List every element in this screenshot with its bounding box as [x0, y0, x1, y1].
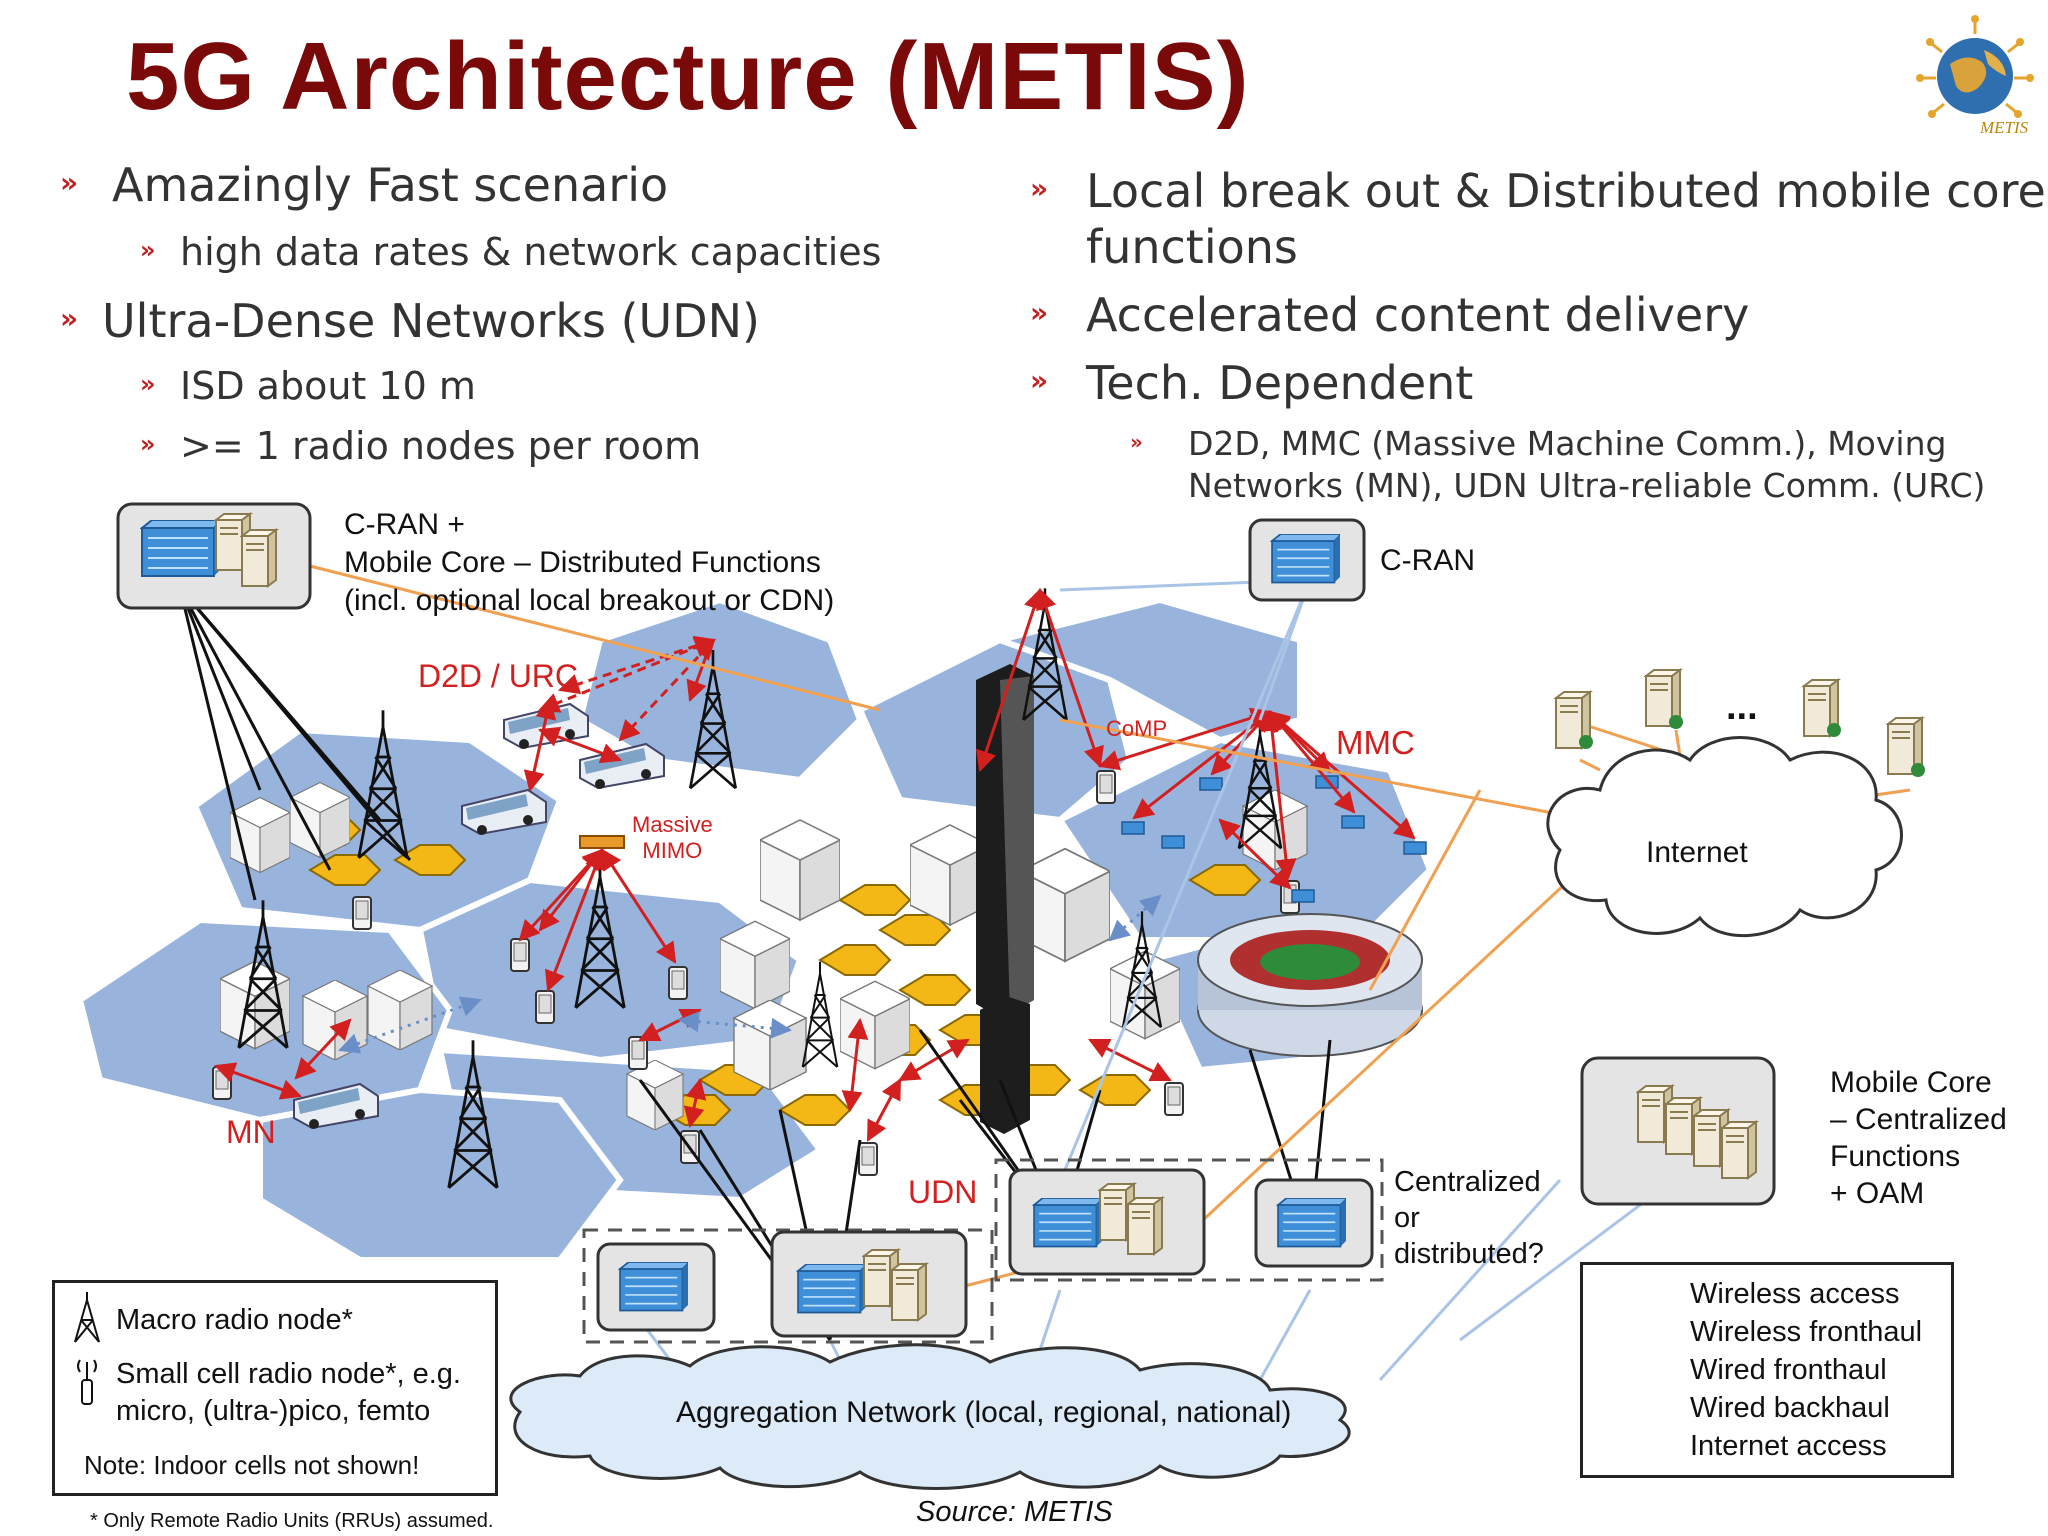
- bullet-text: Amazingly Fast scenario: [112, 158, 669, 212]
- logo-text: METIS: [1980, 118, 2029, 137]
- d2d-urc-label: D2D / URC: [418, 658, 579, 694]
- legend-wireless-fronthaul: Wireless fronthaul: [1690, 1316, 1923, 1348]
- bullet-text: >= 1 radio nodes per room: [180, 424, 702, 468]
- bullet-marker-icon: »: [1030, 172, 1049, 205]
- mn-label: MN: [226, 1114, 276, 1150]
- bullet-text: Accelerated content delivery: [1086, 288, 1750, 342]
- legend-internet-access: Internet access: [1690, 1430, 1887, 1462]
- cran-label: C-RAN: [1380, 544, 1475, 577]
- footnote: * Only Remote Radio Units (RRUs) assumed…: [90, 1510, 494, 1532]
- bullet-marker-icon: »: [60, 166, 79, 199]
- bullet-marker-icon: »: [1130, 430, 1143, 454]
- legend-wireless-access: Wireless access: [1690, 1278, 1900, 1310]
- bullet-text: D2D, MMC (Massive Machine Comm.), Moving: [1188, 424, 1947, 463]
- bullet-marker-icon: »: [140, 430, 156, 458]
- macro-node-label: Macro radio node*: [116, 1304, 353, 1336]
- link-legend: [1580, 1262, 1954, 1478]
- legend-wired-backhaul: Wired backhaul: [1690, 1392, 1890, 1424]
- bullet-text: Tech. Dependent: [1086, 356, 1474, 410]
- small-cell-icon: [77, 1359, 97, 1405]
- legend-wired-fronthaul: Wired fronthaul: [1690, 1354, 1887, 1386]
- bullet-text: Ultra-Dense Networks (UDN): [102, 294, 760, 348]
- small-cell-label: Small cell radio node*, e.g. micro, (ult…: [116, 1358, 461, 1427]
- bullet-marker-icon: »: [140, 370, 156, 398]
- aggregation-network-label: Aggregation Network (local, regional, na…: [676, 1396, 1292, 1429]
- bullet-local-breakout-cont: functions: [1086, 220, 1298, 274]
- page-title: 5G Architecture (METIS): [126, 23, 1250, 130]
- bullet-text: Local break out & Distributed mobile cor…: [1086, 164, 2046, 218]
- node-legend: [52, 1280, 498, 1496]
- centralized-label: Centralized or distributed?: [1394, 1166, 1544, 1270]
- bullet-marker-icon: »: [60, 302, 79, 335]
- comp-label: CoMP: [1106, 716, 1168, 741]
- internet-label: Internet: [1646, 836, 1748, 869]
- bullet-d2d-mmc-cont: Networks (MN), UDN Ultra-reliable Comm. …: [1188, 466, 1985, 505]
- more-servers-dots: ...: [1726, 686, 1758, 728]
- mmc-label: MMC: [1336, 724, 1415, 761]
- massive-mimo-label: Massive MIMO: [632, 812, 713, 863]
- bullet-text: ISD about 10 m: [180, 364, 476, 408]
- udn-label: UDN: [908, 1174, 978, 1210]
- mobile-core-label: Mobile Core – Centralized Functions + OA…: [1830, 1066, 2007, 1210]
- bullet-text: Networks (MN), UDN Ultra-reliable Comm. …: [1188, 466, 1986, 505]
- bullet-text: functions: [1086, 220, 1298, 274]
- bullet-text: high data rates & network capacities: [180, 230, 882, 274]
- metis-globe-logo: [1916, 15, 2034, 118]
- macro-node-icon: [74, 1292, 100, 1343]
- bullet-marker-icon: »: [1030, 364, 1049, 397]
- cran-core-label: C-RAN + Mobile Core – Distributed Functi…: [344, 508, 835, 617]
- bullet-marker-icon: »: [140, 236, 156, 264]
- indoor-note: Note: Indoor cells not shown!: [84, 1450, 420, 1480]
- bullet-marker-icon: »: [1030, 296, 1049, 329]
- source-label: Source: METIS: [916, 1496, 1113, 1528]
